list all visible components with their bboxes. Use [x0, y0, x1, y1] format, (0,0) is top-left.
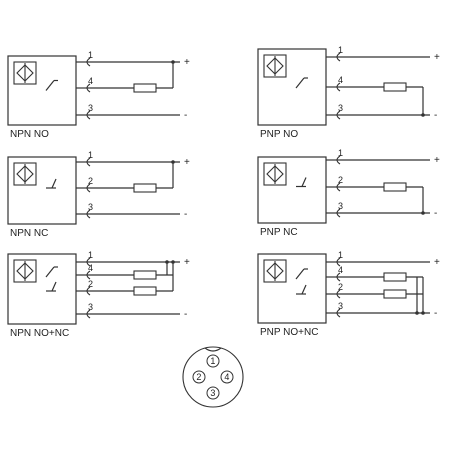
connector-pin-2	[192, 370, 206, 384]
sensor-panel-1: NPN NO 1 +4 3 -	[7, 50, 190, 140]
positive-sign: +	[434, 155, 440, 166]
sensor-body	[7, 156, 77, 225]
load-resistor	[133, 183, 157, 193]
sensor-type-label: NPN NO	[10, 129, 49, 140]
pin-number: 1	[88, 250, 93, 260]
switch-nc-symbol-blade	[51, 178, 57, 189]
load-resistor	[133, 83, 157, 93]
connector-pin-1	[206, 354, 220, 368]
sensing-face-square	[13, 259, 37, 283]
sensor-type-label: PNP NO+NC	[260, 327, 318, 338]
sensor-body	[257, 156, 327, 224]
load-resistor	[383, 82, 407, 92]
sensor-body	[257, 48, 327, 126]
sensing-face-square	[263, 162, 287, 186]
pin-number: 4	[338, 75, 343, 85]
sensor-type-label: PNP NO	[260, 129, 298, 140]
connector-pin-number: 3	[210, 388, 215, 398]
sensor-panel-3: NPN NC 1 +2 3 -	[7, 150, 190, 239]
negative-sign: -	[184, 209, 187, 220]
negative-sign: -	[184, 309, 187, 320]
pin-number: 2	[88, 279, 93, 289]
sensor-panel-4: PNP NC 1 +2 3 -	[257, 148, 440, 238]
sensor-panel-5: NPN NO+NC 1 +4 2 3 -	[7, 250, 190, 339]
connector-pin-number: 2	[196, 372, 201, 382]
positive-sign: +	[184, 157, 190, 168]
pin-number: 1	[338, 45, 343, 55]
positive-sign: +	[434, 52, 440, 63]
switch-no-symbol	[295, 77, 305, 89]
pin-number: 2	[338, 282, 343, 292]
junction-dot	[171, 160, 175, 164]
negative-sign: -	[184, 110, 187, 121]
connector-pin-3	[206, 386, 220, 400]
pin-number: 3	[338, 103, 343, 113]
sensing-face-square	[263, 259, 287, 283]
junction-dot	[171, 60, 175, 64]
junction-dot	[415, 311, 419, 315]
pin-number: 1	[338, 148, 343, 158]
switch-nc-symbol-blade	[301, 177, 307, 187]
sensor-body	[257, 253, 327, 324]
pin-number: 3	[338, 201, 343, 211]
negative-sign: -	[434, 308, 437, 319]
sensor-panel-2: PNP NO 1 +4 3 -	[257, 45, 440, 140]
sensor-body	[7, 253, 77, 325]
connector-pin-4	[220, 370, 234, 384]
pin-number: 4	[88, 263, 93, 273]
sensing-face-square	[13, 61, 37, 85]
switch-no-symbol	[45, 266, 55, 278]
connector-pin-number: 1	[210, 356, 215, 366]
negative-sign: -	[434, 110, 437, 121]
load-resistor	[133, 286, 157, 296]
connector-outer-ring	[182, 346, 244, 408]
pin-number: 1	[88, 50, 93, 60]
pin-number: 3	[338, 301, 343, 311]
positive-sign: +	[184, 257, 190, 268]
negative-sign: -	[434, 208, 437, 219]
sensing-face-square	[13, 162, 37, 186]
switch-nc-symbol-blade	[301, 284, 307, 295]
switch-nc-symbol-blade	[51, 281, 57, 292]
pin-number: 3	[88, 103, 93, 113]
load-resistor	[383, 182, 407, 192]
load-resistor	[383, 289, 407, 299]
connector-pin-number: 4	[224, 372, 229, 382]
switch-no-symbol	[295, 268, 305, 280]
junction-dot	[421, 211, 425, 215]
sensor-type-label: NPN NO+NC	[10, 328, 69, 339]
sensor-panel-6: PNP NO+NC 1 +4 2 3 -	[257, 250, 440, 338]
connector-key-notch	[204, 347, 222, 352]
pin-number: 2	[88, 176, 93, 186]
junction-dot	[165, 260, 169, 264]
positive-sign: +	[434, 257, 440, 268]
junction-dot	[421, 311, 425, 315]
pin-number: 2	[338, 175, 343, 185]
pin-number: 4	[88, 76, 93, 86]
sensor-type-label: PNP NC	[260, 227, 298, 238]
junction-dot	[171, 260, 175, 264]
pin-number: 4	[338, 265, 343, 275]
pin-number: 3	[88, 202, 93, 212]
sensing-face-square	[263, 54, 287, 78]
load-resistor	[383, 272, 407, 282]
sensor-type-label: NPN NC	[10, 228, 48, 239]
junction-dot	[421, 113, 425, 117]
pin-number: 1	[338, 250, 343, 260]
load-resistor	[133, 270, 157, 280]
pin-number: 1	[88, 150, 93, 160]
switch-no-symbol	[45, 80, 55, 91]
sensor-body	[7, 55, 77, 126]
pin-number: 3	[88, 302, 93, 312]
positive-sign: +	[184, 57, 190, 68]
